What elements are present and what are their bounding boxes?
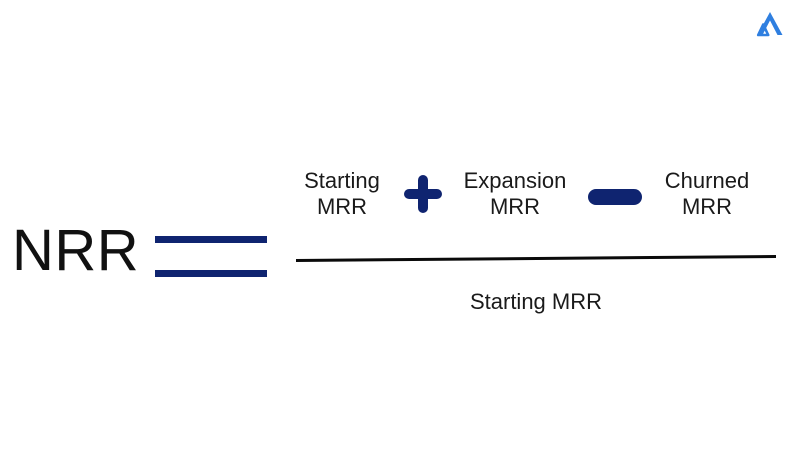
term-starting-mrr: Starting MRR <box>290 168 394 220</box>
mountain-peak-logo <box>752 8 788 40</box>
equals-bar-bottom <box>155 270 267 277</box>
equals-sign-icon <box>155 236 267 278</box>
term-expansion-mrr: Expansion MRR <box>452 168 578 220</box>
term-expansion-mrr-line1: Expansion <box>463 168 567 193</box>
term-expansion-mrr-line2: MRR <box>489 194 541 219</box>
term-churned-mrr-line1: Churned <box>664 168 750 193</box>
term-churned-mrr-line2: MRR <box>681 194 733 219</box>
fraction-bar <box>296 248 776 264</box>
term-starting-mrr-line1: Starting <box>304 168 380 193</box>
term-churned-mrr: Churned MRR <box>652 168 762 220</box>
nrr-result-label: NRR <box>12 218 140 283</box>
formula-denominator: Starting MRR <box>469 289 603 314</box>
formula-numerator: Starting MRR Expansion MRR Churned MRR <box>290 160 780 228</box>
plus-icon <box>394 173 452 215</box>
minus-icon <box>578 173 652 215</box>
equals-bar-top <box>155 236 267 243</box>
plus-icon-vertical <box>418 175 428 213</box>
term-starting-mrr-line2: MRR <box>316 194 368 219</box>
minus-icon-bar <box>588 189 642 205</box>
